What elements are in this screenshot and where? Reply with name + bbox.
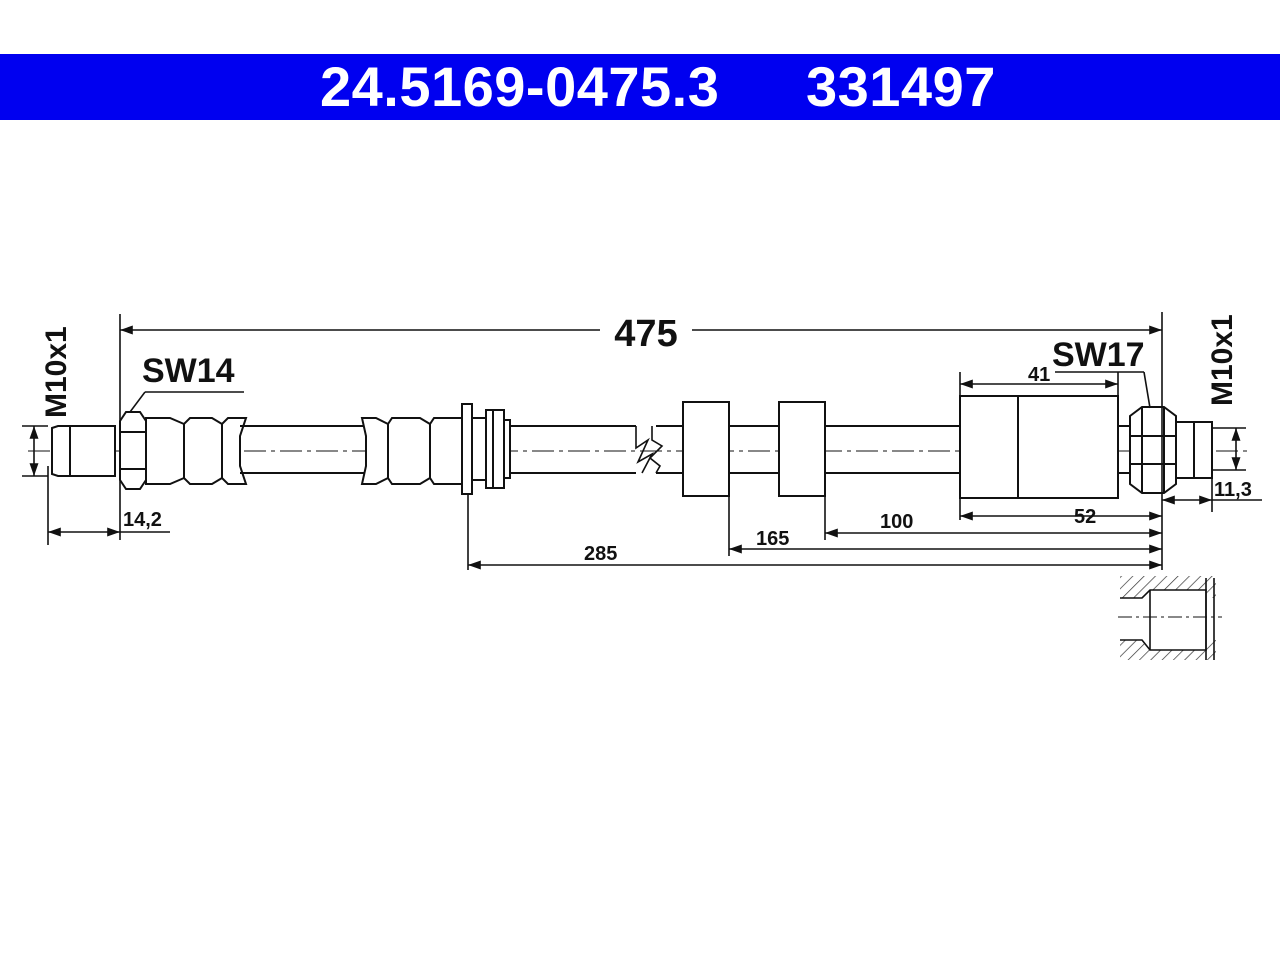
break-symbol [635,426,654,474]
part-number: 24.5169-0475.3 [320,55,720,118]
sw17-hex-nut [1129,406,1177,494]
header-bar: 24.5169-0475.3 331497 [0,54,1280,120]
sw14-hex-nut [119,411,147,490]
bracket-flange [461,403,473,495]
female-port-detail [1118,576,1222,660]
dim-41-label: 41 [1028,364,1050,386]
middle-crimp-sleeve [360,417,463,485]
dim-475-label: 475 [614,313,677,355]
right-crimp-sleeve [959,395,1119,499]
sw14-label: SW14 [142,352,235,390]
dim-100-label: 100 [880,511,913,533]
dim-52-label: 52 [1074,506,1096,528]
reference-number: 331497 [806,55,996,118]
left-thread-end [51,425,116,477]
bracket-collar [471,417,487,481]
dim-14-2-label: 14,2 [123,509,162,531]
protection-sleeve-1 [682,401,730,497]
bracket-ring [485,409,505,489]
left-crimp-sleeve [145,417,248,485]
dim-165-label: 165 [756,528,789,550]
sw17-label: SW17 [1052,336,1145,374]
thread-right-label: M10x1 [1206,314,1239,406]
dim-11-3-label: 11,3 [1214,479,1252,501]
dim-285-label: 285 [584,543,617,565]
thread-left-label: M10x1 [40,326,73,418]
protection-sleeve-2 [778,401,826,497]
